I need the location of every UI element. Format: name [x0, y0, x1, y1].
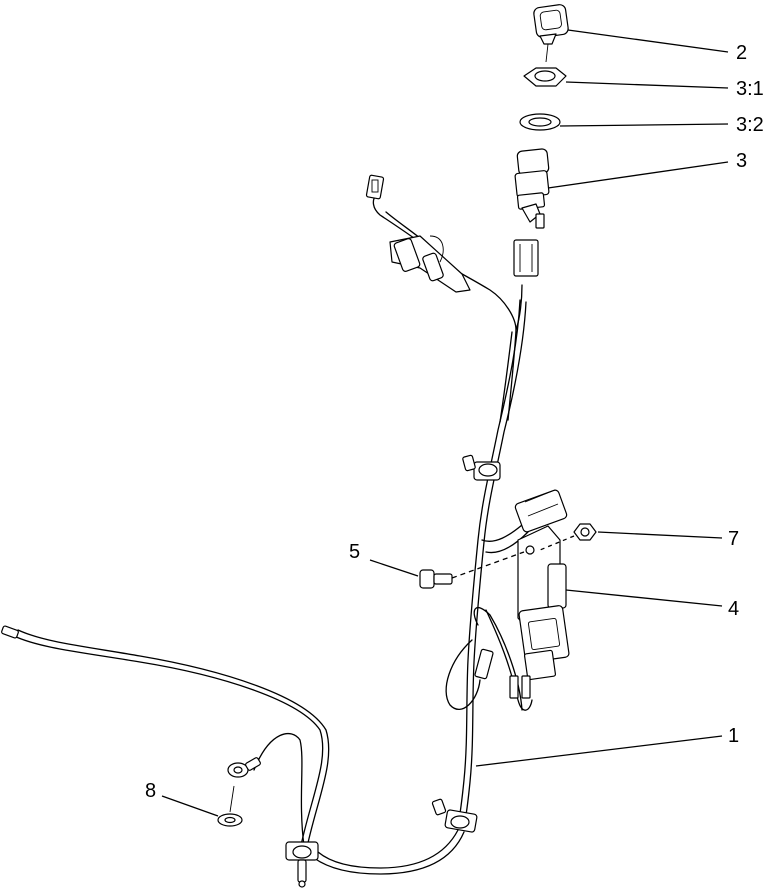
ignition-key — [533, 4, 569, 63]
lock-washer — [519, 113, 561, 131]
callout-4: 4 — [728, 598, 739, 620]
harness-connector-left — [389, 235, 471, 293]
harness-clamp-left — [285, 841, 319, 888]
locknut — [539, 523, 597, 551]
sensor-probe — [1, 625, 19, 639]
key-switch — [514, 148, 550, 229]
lower-connector-group — [474, 648, 531, 699]
callout-3: 3 — [736, 150, 747, 172]
harness-clamp-lower — [431, 798, 478, 833]
spade-terminal — [365, 174, 385, 200]
callout-5: 5 — [349, 541, 360, 563]
callout-labels: 2 3:1 3:2 3 7 5 4 1 8 — [145, 42, 764, 802]
callout-8: 8 — [145, 780, 156, 802]
star-washer — [217, 785, 243, 827]
hex-nut — [523, 67, 567, 87]
wire-harness — [13, 194, 533, 875]
harness-connector-upper — [513, 239, 539, 277]
callout-2: 2 — [736, 42, 747, 64]
relay-module — [514, 489, 570, 681]
bolt — [419, 551, 525, 589]
callout-leaders — [161, 29, 729, 817]
callout-7: 7 — [728, 528, 739, 550]
callout-1: 1 — [728, 725, 739, 747]
callout-3-1: 3:1 — [736, 78, 764, 100]
callout-3-2: 3:2 — [736, 114, 764, 136]
ring-terminal — [227, 757, 261, 778]
harness-clamp-mid — [462, 454, 501, 481]
